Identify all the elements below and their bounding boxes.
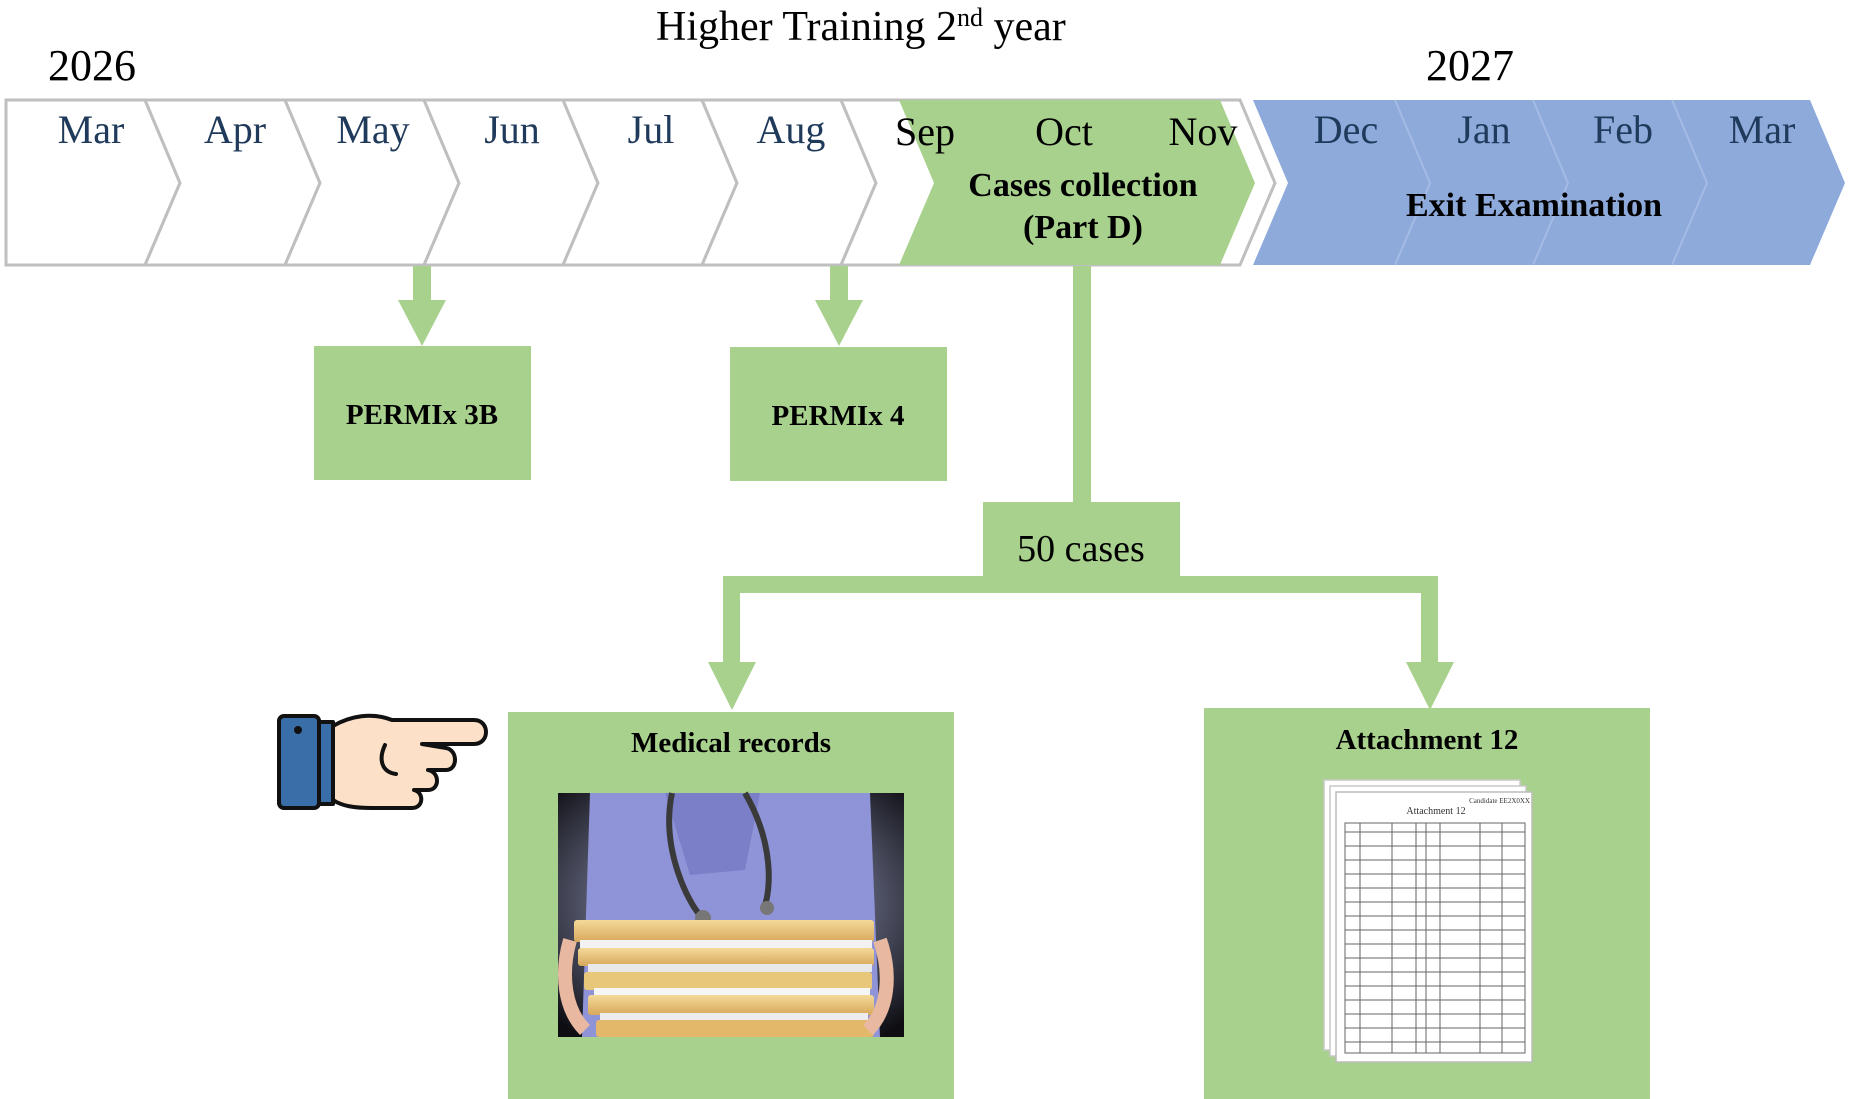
month-label: Aug (757, 107, 826, 152)
branch-connectors (708, 576, 1454, 710)
cases-count-box (983, 502, 1180, 578)
permix-4-label: PERMIx 4 (772, 400, 905, 432)
months-cases-phase: Sep Oct Nov (895, 109, 1237, 154)
phase-cases-collection (899, 100, 1255, 265)
month-label: Jun (484, 107, 540, 152)
branch-horizontal (723, 576, 1438, 593)
pointing-hand-icon (277, 713, 488, 810)
month-label: May (336, 107, 409, 152)
down-arrow-icon (708, 662, 756, 710)
attachment-document-icon: Candidate EE2X0XX Attachment 12 (1323, 779, 1533, 1063)
month-label: Sep (895, 109, 955, 154)
exit-chevron-seams (1394, 99, 1709, 266)
connector-stem (413, 266, 431, 302)
cases-collection-label: Cases collection (968, 167, 1198, 204)
month-label: Feb (1593, 107, 1653, 152)
months-exit-phase: Dec Jan Feb Mar (1314, 107, 1796, 152)
phase-exit-examination (1253, 100, 1845, 265)
year-2026-label: 2026 (48, 41, 136, 90)
down-arrow-icon (1406, 662, 1454, 710)
connector-stem (830, 266, 848, 302)
month-label: Nov (1169, 109, 1238, 154)
month-label: Dec (1314, 107, 1378, 152)
month-label: Mar (1729, 107, 1796, 152)
doc-candidate-text: Candidate EE2X0XX (1469, 797, 1530, 805)
medical-records-photo (558, 791, 904, 1037)
permix-3b-box (314, 346, 531, 480)
cases-count-label: 50 cases (1017, 528, 1145, 570)
month-label: Oct (1035, 109, 1093, 154)
down-arrow-icon (815, 300, 863, 346)
month-label: Mar (58, 107, 125, 152)
branch-right-stem (1421, 576, 1438, 664)
down-arrow-icon (398, 300, 446, 346)
month-label: Apr (204, 107, 266, 152)
diagram-title: Higher Training 2nd year (656, 3, 1066, 50)
month-label: Jul (628, 107, 675, 152)
doc-table-grid (1344, 822, 1526, 1054)
permix-4-box (730, 347, 947, 481)
months-2026: Mar Apr May Jun Jul Aug (58, 107, 826, 152)
medical-records-label: Medical records (631, 727, 831, 759)
branch-left-stem (723, 576, 740, 664)
doc-title-text: Attachment 12 (1406, 806, 1465, 817)
attachment-12-label: Attachment 12 (1336, 724, 1519, 756)
cases-stem-connector (1073, 266, 1091, 504)
permix-3b-label: PERMIx 3B (346, 399, 498, 431)
year-2027-label: 2027 (1426, 41, 1514, 90)
cases-collection-part-label: (Part D) (1023, 209, 1143, 246)
month-label: Jan (1457, 107, 1510, 152)
permix-connectors (398, 266, 863, 346)
exit-examination-label: Exit Examination (1406, 187, 1662, 224)
